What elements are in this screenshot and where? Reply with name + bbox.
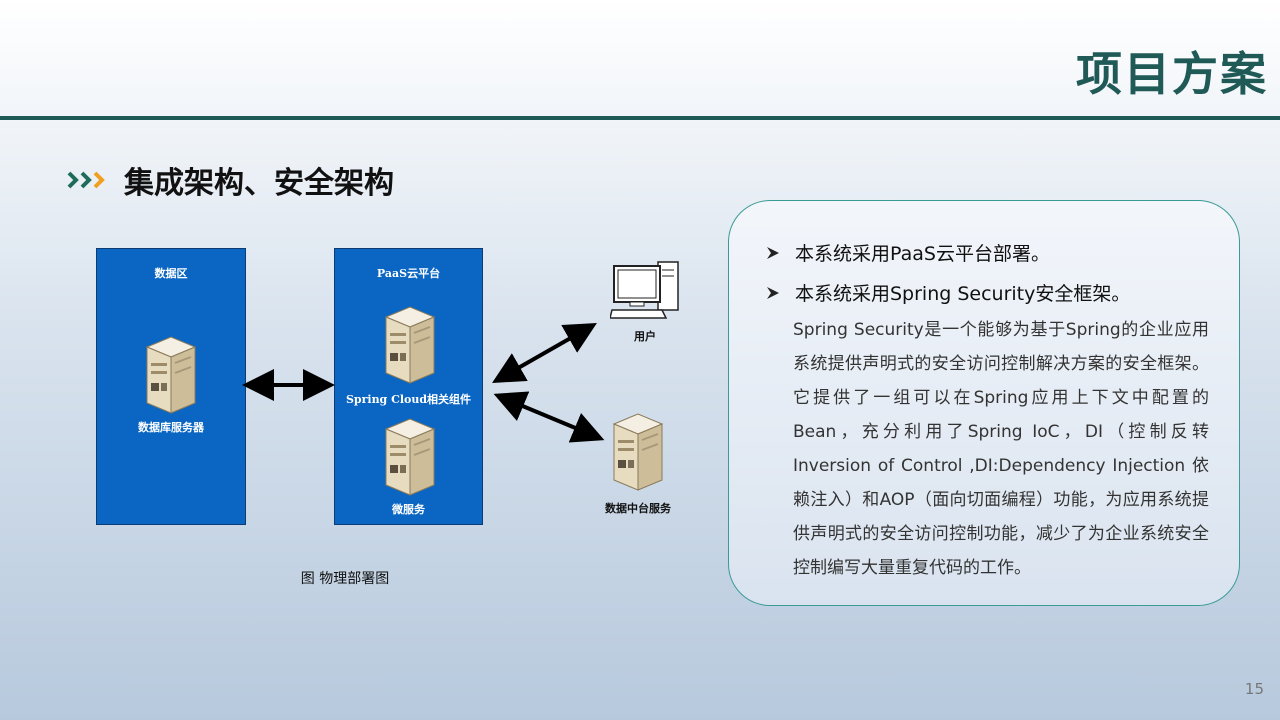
data-center-label: 数据中台服务 (605, 502, 671, 515)
chevron-bullet-icon (67, 171, 105, 189)
database-server-label: 数据库服务器 (138, 421, 204, 434)
section-heading: 集成架构、安全架构 (66, 158, 394, 202)
section-title: 集成架构、安全架构 (124, 166, 394, 201)
spring-cloud-label: Spring Cloud相关组件 (345, 393, 472, 406)
bullet-text: 本系统采用PaaS云平台部署。 (795, 243, 1050, 265)
bullet-text: 本系统采用Spring Security安全框架。 (795, 283, 1131, 305)
spring-cloud-server-icon (384, 306, 436, 384)
page-title: 项目方案 (1076, 47, 1268, 101)
data-zone-panel: 数据区 数据库服务器 (96, 248, 246, 525)
database-server-icon (145, 336, 197, 414)
diagram-caption: 图 物理部署图 (300, 571, 390, 587)
arrow-bullet-icon (767, 246, 779, 259)
microservice-label: 微服务 (392, 503, 425, 516)
paas-label: PaaS云平台 (376, 267, 441, 280)
data-zone-label: 数据区 (154, 267, 188, 280)
user-label: 用户 (634, 330, 656, 343)
description-text: Spring Security是一个能够为基于Spring的企业应用系统提供声明… (793, 320, 1209, 578)
header-divider (0, 116, 1280, 120)
info-card: 本系统采用PaaS云平台部署。 本系统采用Spring Security安全框架… (728, 200, 1240, 606)
paas-panel: PaaS云平台 Spring Cloud相关组件 微服务 (334, 248, 483, 525)
user-computer-icon (610, 261, 679, 319)
page-number: 15 (1244, 680, 1264, 698)
microservice-server-icon (384, 418, 436, 496)
arrow-bullet-icon (767, 286, 779, 299)
bullet-item: 本系统采用Spring Security安全框架。 (765, 279, 1130, 306)
bullet-item: 本系统采用PaaS云平台部署。 (765, 239, 1050, 266)
data-center-server-icon (612, 413, 664, 491)
arrow-paas-to-user (492, 323, 597, 383)
arrow-paas-to-datacenter (493, 391, 605, 443)
